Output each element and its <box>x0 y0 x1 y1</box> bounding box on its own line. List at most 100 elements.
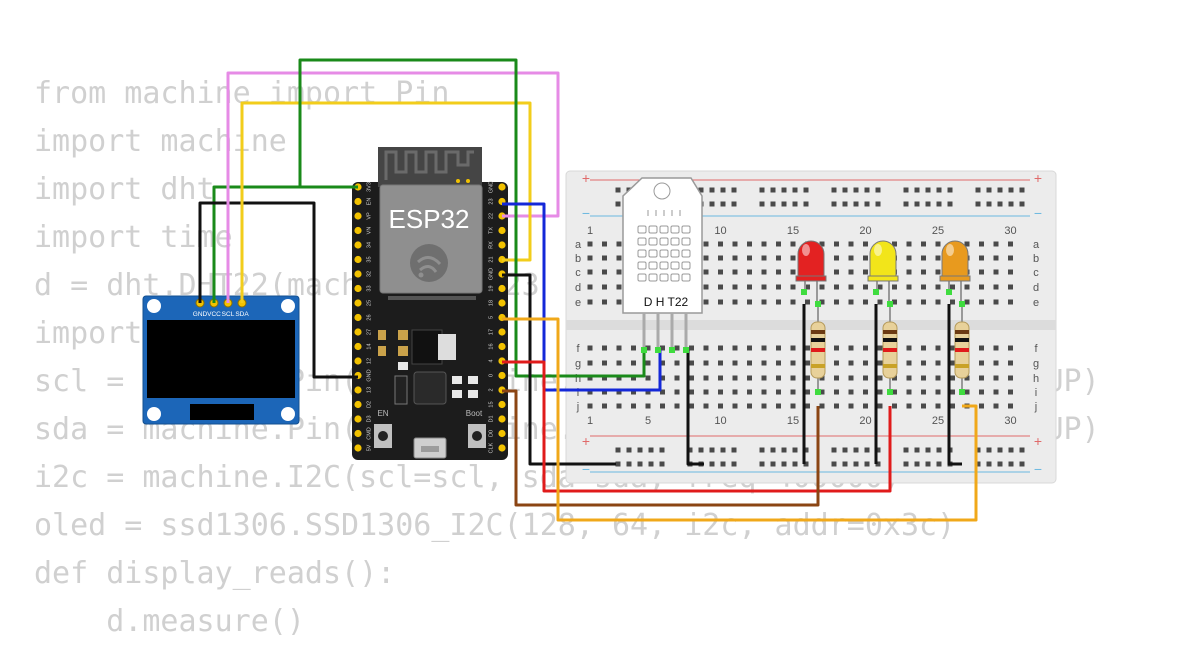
dht22-vent-slot <box>670 225 680 234</box>
breadboard-hole <box>848 299 854 305</box>
breadboard-hole <box>892 389 897 395</box>
esp32-left-pin[interactable] <box>354 386 362 394</box>
breadboard-hole <box>674 360 680 366</box>
esp32-pin-label: TX <box>488 227 494 234</box>
breadboard-hole <box>964 299 970 305</box>
wires <box>198 58 978 522</box>
breadboard-hole <box>776 345 781 351</box>
esp32-left-pin[interactable] <box>354 299 362 307</box>
breadboard-hole <box>761 360 767 366</box>
column-number: 5 <box>645 415 651 427</box>
esp32-right-pin[interactable] <box>498 183 506 191</box>
rail-hole <box>759 461 765 467</box>
esp32-left-pin[interactable] <box>354 328 362 336</box>
breadboard-hole <box>660 403 665 409</box>
esp32-left-pin[interactable] <box>354 429 362 438</box>
connection-point <box>959 301 965 307</box>
breadboard-hole <box>660 375 665 381</box>
breadboard-hole <box>790 360 796 366</box>
antenna-dot <box>466 179 470 183</box>
esp32-right-pin[interactable] <box>498 284 506 293</box>
esp32-left-pin[interactable] <box>354 400 362 409</box>
breadboard-hole <box>834 255 839 261</box>
esp32-left-pin[interactable] <box>354 357 362 365</box>
breadboard-hole <box>906 345 912 351</box>
breadboard-hole <box>732 284 738 290</box>
rail-hole <box>936 447 942 453</box>
esp32-left-pin[interactable] <box>354 255 362 264</box>
code-line: import <box>34 316 143 351</box>
esp32-left-pin[interactable] <box>354 241 362 249</box>
breadboard-hole <box>834 403 839 409</box>
oled-pin-label: GND <box>193 311 208 318</box>
boot-button[interactable] <box>472 431 482 441</box>
breadboard-hole <box>848 284 854 290</box>
esp32-left-pin[interactable] <box>354 270 362 278</box>
breadboard-hole <box>906 284 912 290</box>
esp32-right-pin[interactable] <box>498 241 506 249</box>
breadboard-hole <box>776 299 781 305</box>
esp32-left-pin[interactable] <box>354 342 362 351</box>
esp32-left-pin[interactable] <box>354 226 362 235</box>
esp32-left-pin[interactable] <box>354 284 362 293</box>
breadboard-hole <box>602 255 607 261</box>
esp32-right-pin[interactable] <box>498 400 506 409</box>
esp32-right-pin[interactable] <box>498 328 506 336</box>
esp32-right-pin[interactable] <box>498 371 506 380</box>
esp32-pin-label: 15 <box>488 401 494 407</box>
breadboard-hole <box>747 284 752 290</box>
esp32-pin-label: 25 <box>366 300 372 306</box>
breadboard-hole <box>645 389 651 395</box>
breadboard-hole <box>834 269 839 275</box>
esp32-left-pin[interactable] <box>354 313 362 322</box>
wire-black-led-gnd <box>947 304 962 466</box>
esp32-left-pin[interactable] <box>354 444 362 452</box>
dht22-vent-slot <box>648 273 658 282</box>
breadboard-hole <box>718 389 723 395</box>
breadboard-hole <box>645 403 651 409</box>
breadboard-hole <box>689 389 694 395</box>
connection-point <box>946 289 952 295</box>
esp32-pin-label: 26 <box>366 314 372 320</box>
esp32-right-pin[interactable] <box>498 429 506 438</box>
esp32-left-pin[interactable] <box>354 415 362 423</box>
breadboard-hole <box>703 255 709 261</box>
resistor-band <box>955 348 969 352</box>
breadboard-hole <box>645 360 651 366</box>
row-label: i <box>577 387 579 399</box>
breadboard-hole <box>747 345 752 351</box>
breadboard-hole <box>790 284 796 290</box>
esp32-right-pin[interactable] <box>498 299 506 307</box>
led-highlight <box>874 244 882 256</box>
breadboard-hole <box>587 284 593 290</box>
esp32-right-pin[interactable] <box>498 226 506 235</box>
resistor-band <box>811 348 825 352</box>
breadboard-hole <box>906 299 912 305</box>
breadboard-hole <box>863 389 868 395</box>
en-button[interactable] <box>378 431 388 441</box>
rail-hole <box>986 447 992 453</box>
esp32-right-pin[interactable] <box>498 415 506 423</box>
breadboard-hole <box>703 269 709 275</box>
rail-hole <box>731 461 737 467</box>
rail-plus-sign: + <box>582 433 590 449</box>
led-yellow <box>869 240 897 279</box>
esp32-left-pin[interactable] <box>354 212 362 220</box>
rail-hole <box>803 201 809 207</box>
esp32-right-pin[interactable] <box>498 444 506 452</box>
esp32-left-pin[interactable] <box>354 197 362 206</box>
breadboard-hole <box>718 360 723 366</box>
breadboard-hole <box>805 345 810 351</box>
wire-orange-led <box>502 317 978 522</box>
rail-hole <box>975 447 981 453</box>
esp32-pin-label: 5V <box>366 444 372 451</box>
smd-resistor <box>452 390 462 398</box>
breadboard-hole <box>776 255 781 261</box>
rail-hole <box>626 461 632 467</box>
rail-hole <box>709 461 715 467</box>
rail-hole <box>770 447 776 453</box>
dht22-vent-slot <box>681 273 691 282</box>
row-label: e <box>575 297 581 309</box>
breadboard-hole <box>935 241 941 247</box>
esp32-right-pin[interactable] <box>498 342 506 351</box>
